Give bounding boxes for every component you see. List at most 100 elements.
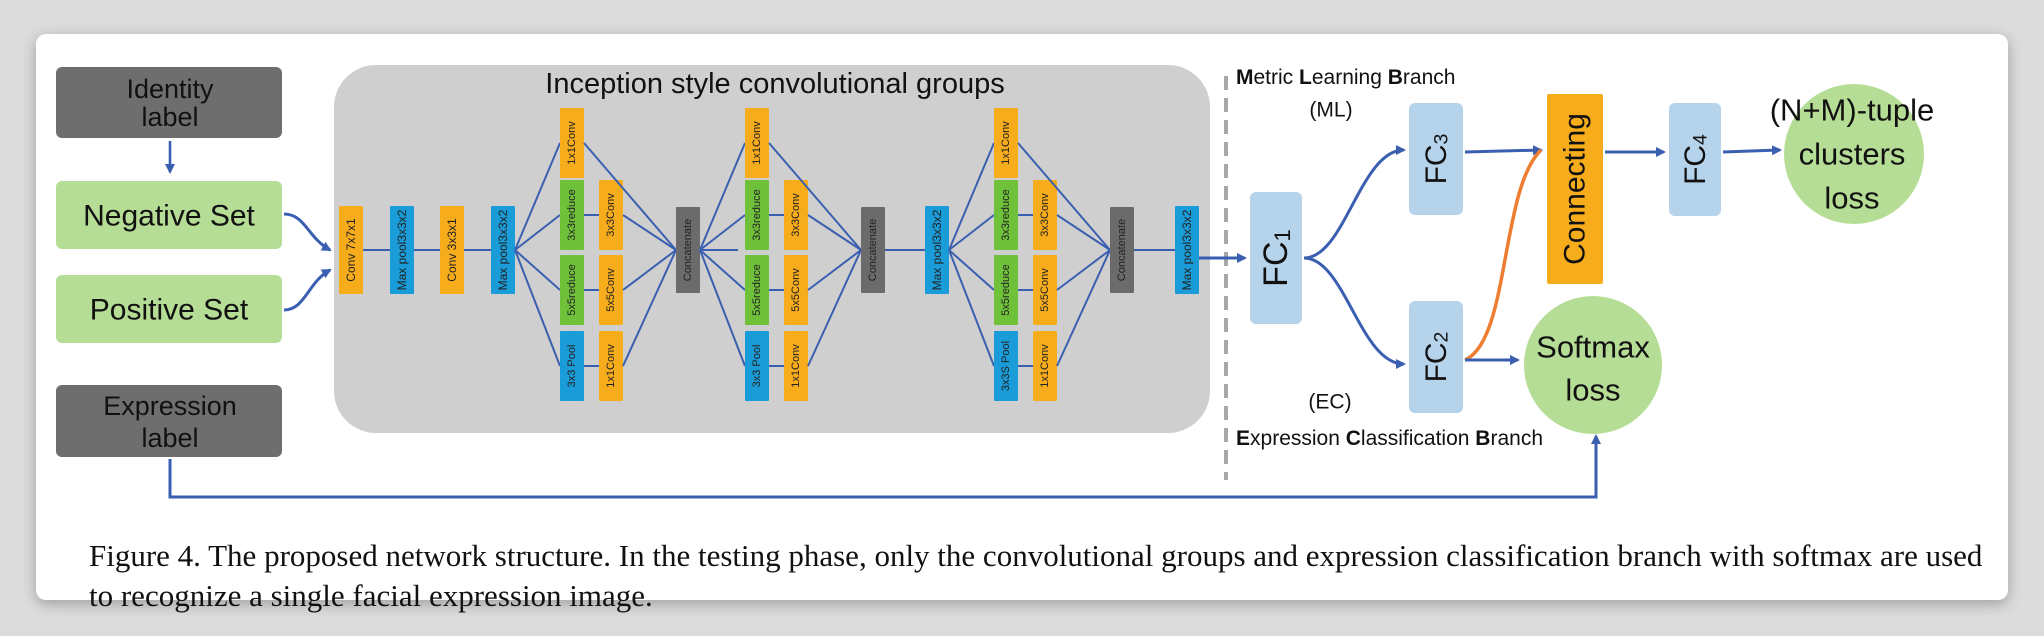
mid-maxpool-label: Max pool3x3x2	[930, 209, 944, 290]
module1-merge-0	[583, 142, 677, 251]
module3-col1-3-label: 3x3S Pool	[1000, 341, 1012, 391]
module2-branch-in-3	[699, 249, 746, 367]
final-maxpool-label: Max pool3x3x2	[1180, 209, 1194, 290]
module3-col2-1-label: 5x5Conv	[1039, 268, 1051, 312]
module3-merge-1	[1056, 214, 1111, 251]
module2-branch-in-2	[699, 249, 746, 291]
module2-col2-0-label: 3x3Conv	[790, 193, 802, 237]
stem-conv-3x3	[440, 206, 464, 294]
fc4-box	[1669, 103, 1721, 216]
module3-merge-2	[1056, 249, 1111, 291]
module3-col2-0	[1033, 180, 1057, 250]
fc2-to-connecting-link	[1464, 148, 1543, 362]
module2-col1-3	[745, 331, 769, 401]
module2-col1-3-label: 3x3 Pool	[751, 345, 763, 388]
module2-col2-2-label: 1x1Conv	[790, 344, 802, 388]
module1-col2-1	[599, 255, 623, 325]
expression-label-line1: Expression	[103, 391, 237, 421]
final-maxpool	[1175, 206, 1199, 294]
negative-to-network-arrow	[283, 212, 332, 252]
fc3-box	[1409, 103, 1463, 215]
module2-merge-0	[768, 142, 862, 251]
fc3-box-label: FC3	[1420, 134, 1453, 185]
module3-col1-0-label: 1x1Conv	[1000, 121, 1012, 165]
positive-set-label: Positive Set	[90, 294, 249, 327]
module2-col1-2	[745, 255, 769, 325]
fc1-to-fc3-arrow	[1303, 145, 1406, 260]
ec-branch-title: Expression Classification Branch	[1236, 427, 1543, 450]
fc1-box	[1250, 192, 1302, 324]
module1-merge-1	[622, 214, 677, 251]
module2-branch-in-1	[699, 214, 746, 251]
module2-col2-2	[784, 331, 808, 401]
fc1-to-fc2-arrow	[1303, 256, 1406, 369]
module1-concatenate	[676, 207, 700, 293]
module1-concatenate-label: Concatenate	[682, 219, 694, 281]
module3-branch-in-1	[948, 214, 995, 251]
module1-col1-2-label: 5x5reduce	[566, 264, 578, 315]
module3-col1-1-label: 3x3reduce	[1000, 189, 1012, 240]
stem-conv-7x7-label: Conv 7x7x1	[344, 218, 358, 282]
module3-col1-3	[994, 331, 1018, 401]
module1-col1-1-label: 3x3reduce	[566, 189, 578, 240]
figure-caption: Figure 4. The proposed network structure…	[89, 538, 1983, 613]
mid-maxpool	[925, 206, 949, 294]
expression-label-box	[56, 385, 282, 457]
fc4-box-label: FC4	[1679, 134, 1712, 185]
module3-col1-2	[994, 255, 1018, 325]
module2-merge-2	[807, 249, 862, 291]
module2-col1-1-label: 3x3reduce	[751, 189, 763, 240]
module1-col2-2-label: 1x1Conv	[605, 344, 617, 388]
module2-col1-0	[745, 108, 769, 178]
module1-branch-in-2	[514, 249, 561, 291]
module3-col1-2-label: 5x5reduce	[1000, 264, 1012, 315]
module2-col2-0	[784, 180, 808, 250]
module2-col1-0-label: 1x1Conv	[751, 121, 763, 165]
tuple-loss-circle	[1784, 84, 1924, 224]
stem-conv-7x7	[339, 206, 363, 294]
inception-group-box	[334, 65, 1210, 433]
expression-label-line2: label	[141, 423, 198, 453]
module3-col1-1	[994, 180, 1018, 250]
module1-merge-3	[622, 249, 677, 367]
module3-concatenate-label: Concatenate	[1116, 219, 1128, 281]
module2-col1-2-label: 5x5reduce	[751, 264, 763, 315]
inception-group-title: Inception style convolutional groups	[545, 68, 1004, 100]
fc1-box-label: FC1	[1257, 229, 1295, 287]
softmax-loss-circle	[1524, 296, 1662, 434]
fc2-box	[1409, 301, 1463, 413]
module1-col2-2	[599, 331, 623, 401]
positive-set-box	[56, 275, 282, 343]
module3-col2-1	[1033, 255, 1057, 325]
module1-branch-in-3	[514, 249, 561, 367]
module1-col1-1	[560, 180, 584, 250]
softmax-loss-line1: Softmax	[1536, 330, 1650, 365]
module3-branch-in-0	[948, 142, 995, 251]
stem-maxpool-2-label: Max pool3x3x2	[496, 209, 510, 290]
module1-col1-3-label: 3x3 Pool	[566, 345, 578, 388]
positive-to-network-arrow	[283, 268, 332, 312]
module2-merge-1	[807, 214, 862, 251]
identity-label-line2: label	[141, 102, 198, 132]
module3-branch-in-2	[948, 249, 995, 291]
tuple-loss-line1: (N+M)-tuple	[1770, 93, 1935, 128]
connecting-label: Connecting	[1559, 113, 1592, 265]
identity-label-box	[56, 67, 282, 138]
module1-col1-3	[560, 331, 584, 401]
negative-set-box	[56, 181, 282, 249]
module2-col2-1	[784, 255, 808, 325]
module3-concatenate	[1110, 207, 1134, 293]
module3-col2-2	[1033, 331, 1057, 401]
negative-set-label: Negative Set	[83, 200, 255, 233]
expression-to-softmax-arrow	[168, 434, 1601, 499]
module1-col1-2	[560, 255, 584, 325]
module3-col2-2-label: 1x1Conv	[1039, 344, 1051, 388]
module1-col2-1-label: 5x5Conv	[605, 268, 617, 312]
module1-merge-2	[622, 249, 677, 291]
module2-col2-1-label: 5x5Conv	[790, 268, 802, 312]
module3-branch-in-3	[948, 249, 995, 367]
module2-col1-1	[745, 180, 769, 250]
module1-col1-0	[560, 108, 584, 178]
fc4-to-tuple-loss-arrow	[1722, 145, 1782, 156]
